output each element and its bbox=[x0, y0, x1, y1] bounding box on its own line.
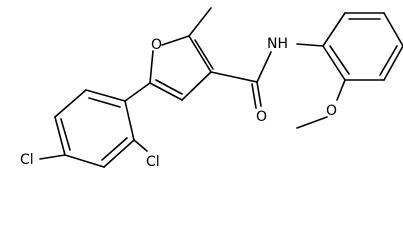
methyl-bond bbox=[188, 7, 212, 37]
methoxy-oxygen-label: O bbox=[326, 103, 337, 119]
furan-oxygen-label: O bbox=[151, 37, 162, 53]
ring-bond-f bbox=[124, 100, 135, 141]
ring-bond-1 bbox=[322, 12, 346, 47]
bond-c2-c3-double bbox=[194, 39, 214, 70]
ring-bond-3 bbox=[383, 12, 403, 47]
bond-o-methyl bbox=[296, 116, 328, 129]
bond-o1-c2 bbox=[161, 35, 190, 46]
ring-bond-a bbox=[85, 89, 126, 102]
bond-furan-aryl bbox=[124, 82, 151, 102]
ring-bond-e bbox=[103, 139, 135, 168]
carboxamide-group bbox=[210, 51, 272, 109]
bond-cl-para bbox=[39, 154, 66, 160]
molecule-structure: O NH O O Cl Cl bbox=[20, 7, 403, 170]
bond-carbonyl-o-double bbox=[251, 83, 257, 109]
bond-c4-c5-double bbox=[155, 79, 183, 95]
bond-cl-ortho bbox=[133, 139, 148, 152]
bond-carbonyl-n bbox=[256, 51, 272, 83]
bond-c3-c4 bbox=[181, 71, 212, 101]
bond-n-aryl bbox=[296, 43, 324, 47]
dichlorophenyl-ring bbox=[54, 82, 151, 168]
carbonyl-oxygen-label: O bbox=[256, 109, 267, 125]
bond-c3-carbonyl bbox=[210, 71, 258, 83]
amide-nitrogen-label: NH bbox=[267, 36, 288, 52]
bond-c4-c5 bbox=[149, 82, 183, 101]
bond-carbonyl-o bbox=[256, 81, 262, 107]
ring-bond-e-double bbox=[101, 137, 128, 161]
ring-bond-b bbox=[54, 89, 87, 118]
chlorine-para-label: Cl bbox=[20, 152, 34, 168]
chlorine-ortho-label: Cl bbox=[146, 154, 160, 170]
ring-bond-d bbox=[64, 154, 105, 168]
ring-bond-c bbox=[54, 116, 66, 156]
ring-bond-c-double bbox=[60, 118, 71, 151]
ring-bond-6 bbox=[322, 45, 346, 81]
bond-c5-o1 bbox=[149, 50, 154, 84]
furan-ring bbox=[149, 35, 214, 101]
bond-c2-c3 bbox=[188, 35, 212, 73]
bond-aryl-o-methoxy bbox=[336, 79, 346, 101]
ring-bond-a-double bbox=[88, 97, 121, 108]
ring-bond-4-double bbox=[379, 45, 398, 76]
methoxyphenyl-ring bbox=[322, 12, 403, 81]
ring-bond-6-double bbox=[329, 45, 350, 75]
ring-bond-4 bbox=[383, 45, 403, 81]
